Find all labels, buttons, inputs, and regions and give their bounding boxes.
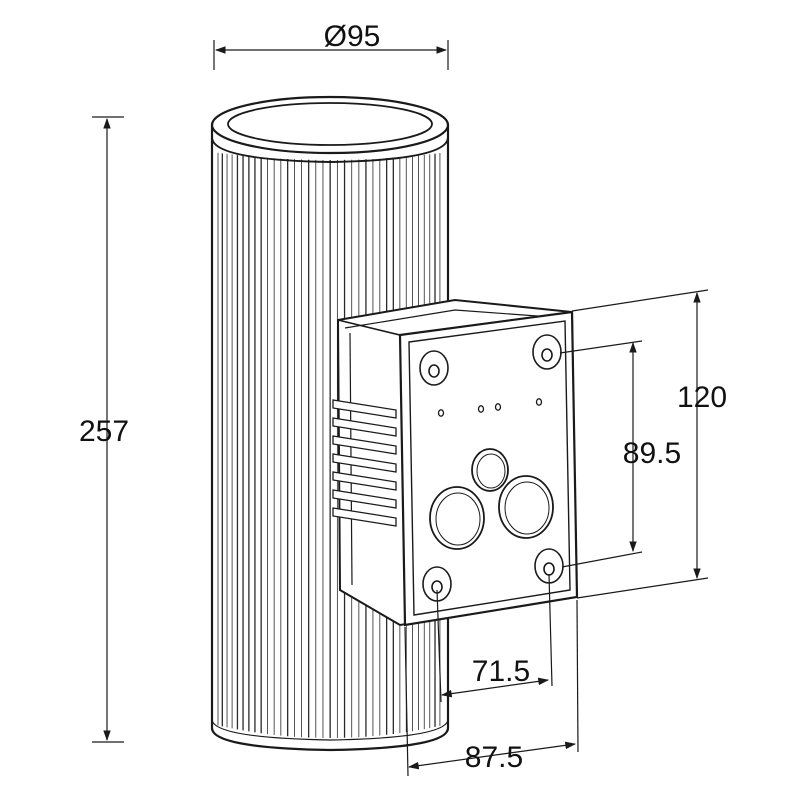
dimension-hole-vertical-spacing: 89.5 — [559, 340, 681, 568]
mounting-hole-top-left — [419, 350, 449, 386]
dimension-plate-height-label: 120 — [677, 381, 727, 414]
plate-small-holes — [437, 398, 543, 417]
dimension-height: 257 — [79, 116, 129, 743]
dimension-plate-width: 87.5 — [404, 599, 579, 777]
dimension-plate-height: 120 — [571, 289, 727, 599]
cable-entry-holes — [429, 448, 554, 550]
mounting-bracket — [332, 298, 579, 627]
bracket-fins — [332, 399, 397, 527]
dimension-hole-horizontal-spacing-label: 71.5 — [472, 655, 530, 688]
dimension-plate-width-label: 87.5 — [465, 741, 523, 774]
dimension-hole-horizontal-spacing: 71.5 — [436, 573, 553, 703]
cylinder-top-cap — [210, 95, 450, 164]
dimension-hole-vertical-spacing-label: 89.5 — [623, 437, 681, 470]
dimension-diameter-label: Ø95 — [324, 20, 381, 53]
dimension-height-label: 257 — [79, 415, 129, 448]
mounting-hole-top-right — [532, 334, 562, 370]
dimension-diameter: Ø95 — [213, 20, 449, 70]
